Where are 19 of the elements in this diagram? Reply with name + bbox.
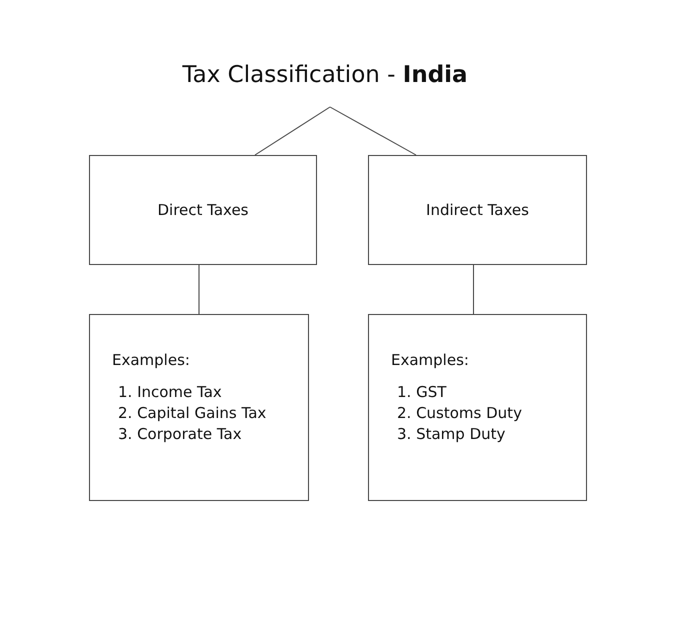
connector-line — [198, 264, 200, 314]
list-item: 1. GST — [397, 383, 448, 401]
examples-heading: Examples: — [391, 351, 470, 369]
category-box — [89, 155, 317, 265]
list-item: 2. Customs Duty — [397, 404, 523, 422]
category-box — [368, 155, 587, 265]
list-item: 1. Income Tax — [118, 383, 223, 401]
list-item: 3. Stamp Duty — [397, 425, 506, 443]
title-text: Tax Classification - India — [181, 62, 469, 88]
list-item: 2. Capital Gains Tax — [118, 404, 268, 422]
category-label: Direct Taxes — [157, 201, 248, 219]
examples-box — [368, 314, 587, 501]
examples-box — [89, 314, 309, 501]
connector-line — [473, 264, 474, 314]
category-label: Indirect Taxes — [426, 201, 529, 219]
examples-heading: Examples: — [112, 351, 191, 369]
list-item: 3. Corporate Tax — [118, 425, 243, 443]
connector-line — [254, 106, 330, 156]
connector-line — [330, 106, 416, 156]
